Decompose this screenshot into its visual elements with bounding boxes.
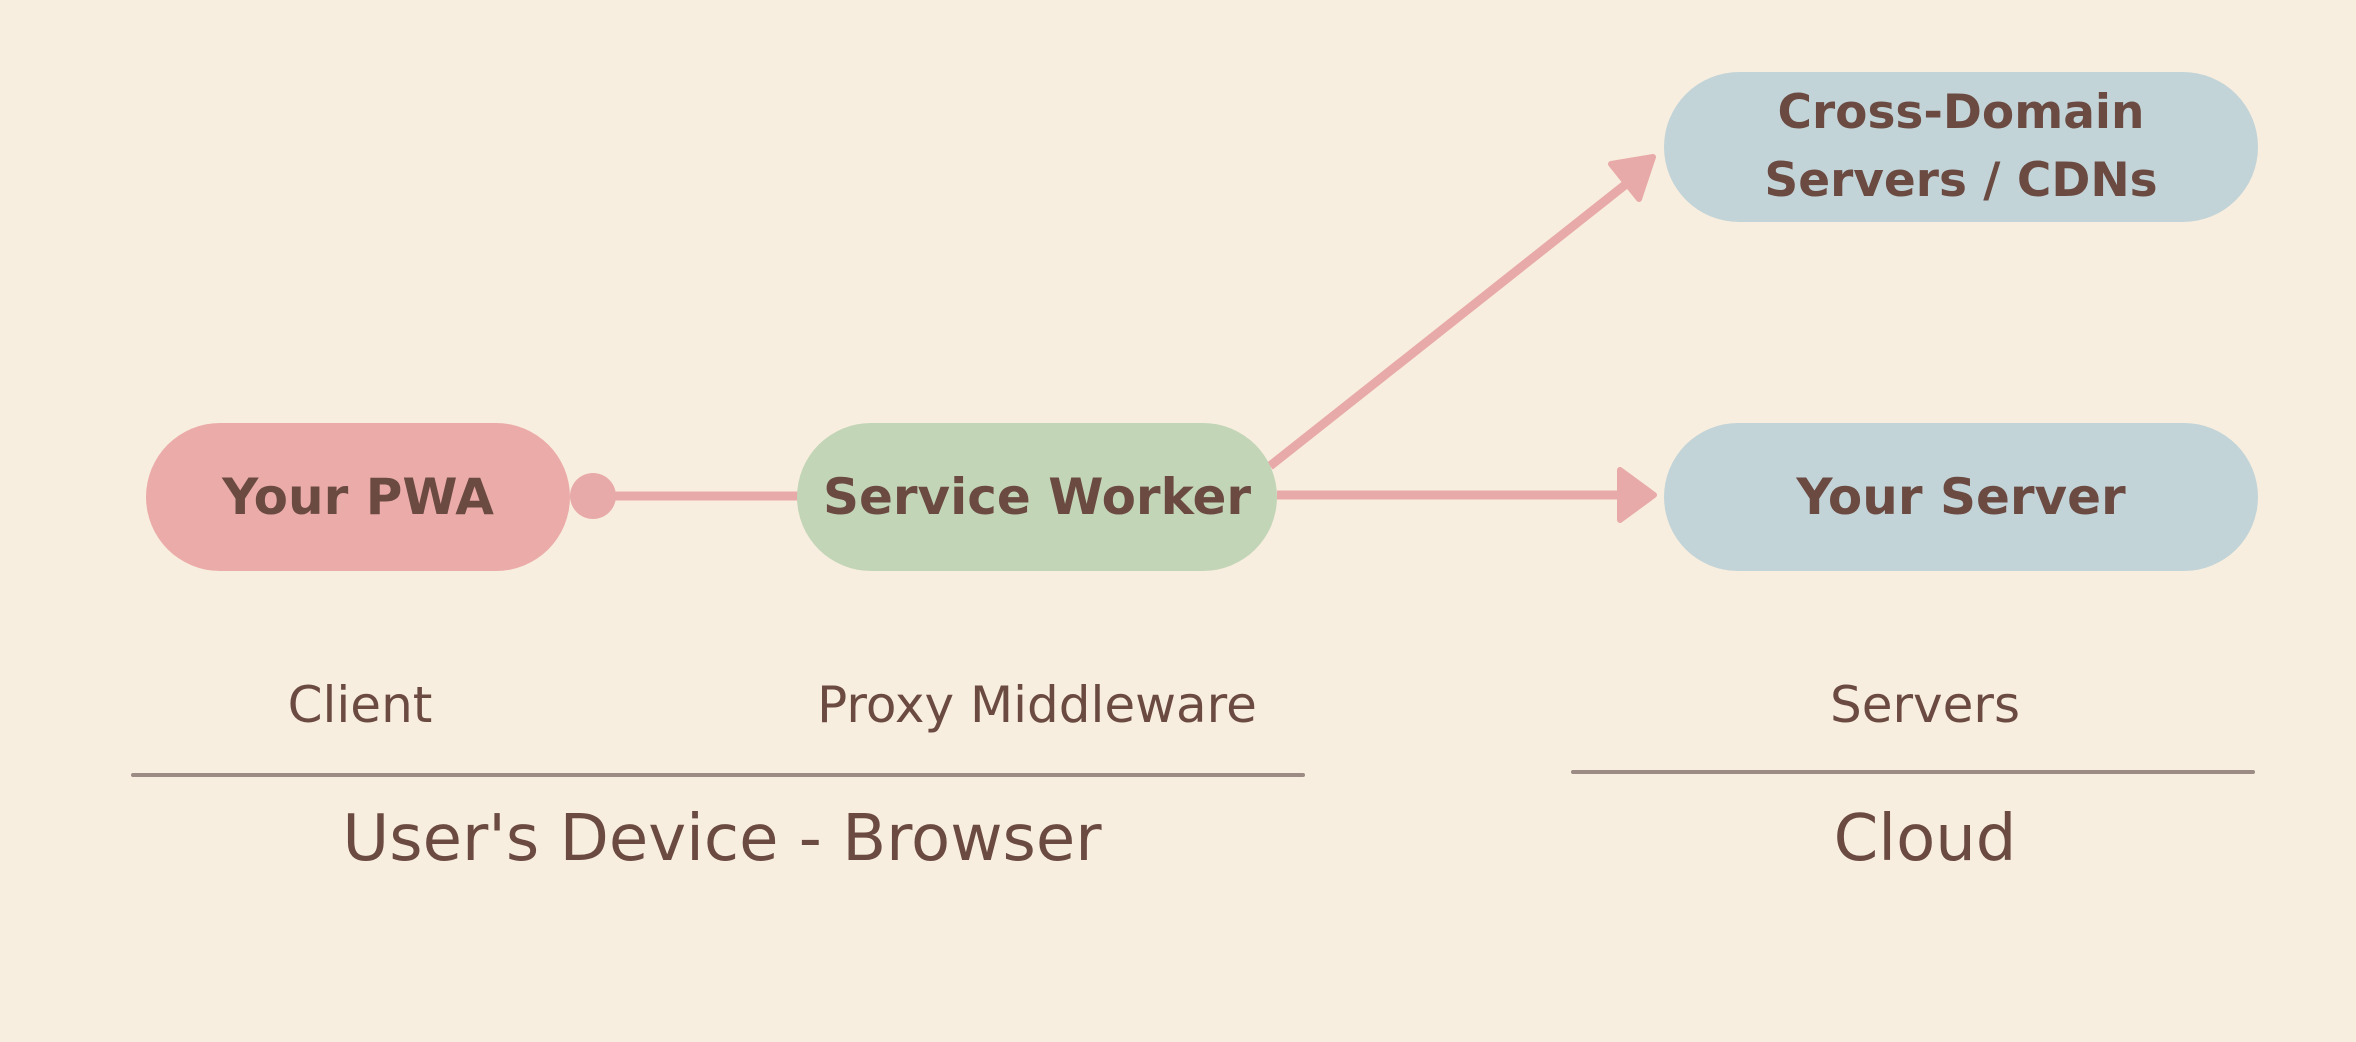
cdn-label-line2: Servers / CDNs xyxy=(1764,153,2158,208)
cloud-label: Cloud xyxy=(1833,802,2017,876)
your-pwa-node: Your PWA xyxy=(146,423,570,571)
service-worker-node: Service Worker xyxy=(797,423,1277,571)
service-worker-to-cdn-line xyxy=(1267,177,1633,470)
client-label: Client xyxy=(287,676,433,734)
cloud-divider xyxy=(1571,770,2255,774)
device-divider xyxy=(131,773,1305,777)
service-worker-to-cdn-arrowhead xyxy=(1608,154,1656,202)
your-pwa-label: Your PWA xyxy=(222,468,494,526)
proxy-middleware-label: Proxy Middleware xyxy=(817,676,1257,734)
your-server-node: Your Server xyxy=(1664,423,2258,571)
servers-label: Servers xyxy=(1829,676,2020,734)
users-device-browser-label: User's Device - Browser xyxy=(342,802,1102,876)
service-worker-to-server-arrowhead xyxy=(1617,467,1657,523)
your-server-label: Your Server xyxy=(1796,468,2126,526)
cross-domain-cdn-node: Cross-Domain Servers / CDNs xyxy=(1664,72,2258,222)
service-worker-label: Service Worker xyxy=(822,468,1252,526)
cdn-label-line1: Cross-Domain xyxy=(1777,85,2145,140)
